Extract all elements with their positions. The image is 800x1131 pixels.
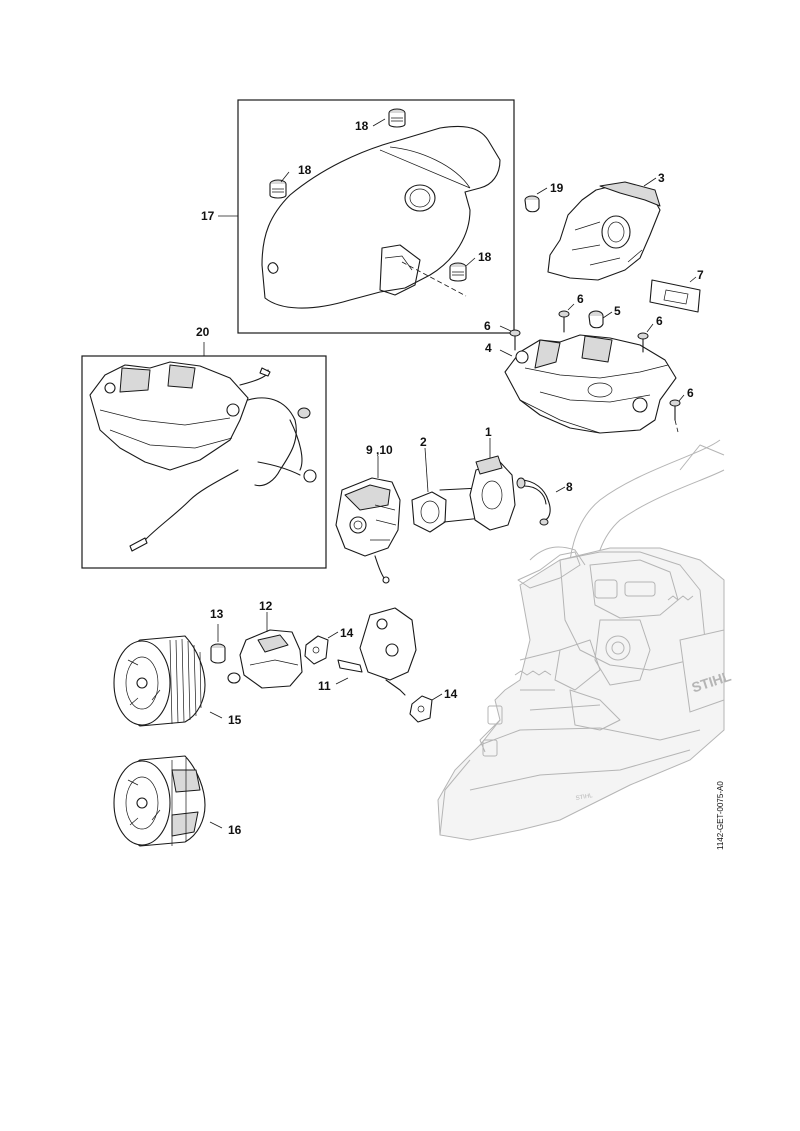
clip-14-lower	[409, 695, 433, 723]
label-17: 17	[201, 209, 215, 223]
chainsaw-background-illustration: STIHL STIHL	[437, 439, 733, 841]
label-19: 19	[550, 181, 564, 195]
cover-air-port	[404, 184, 436, 212]
label-15: 15	[228, 713, 242, 727]
screw-6-lower	[669, 399, 681, 421]
baffle-11	[359, 607, 417, 681]
top-cover-frame	[237, 99, 515, 334]
screw-18-top	[388, 108, 406, 128]
label-6-right: 6	[656, 314, 663, 328]
handle-brand-text: STIHL	[575, 793, 593, 802]
line-8	[519, 479, 551, 521]
label-4: 4	[485, 341, 492, 355]
air-filter-16	[113, 755, 206, 847]
clip-14-upper	[304, 635, 329, 665]
label-2: 2	[420, 435, 427, 449]
label-14-lower: 14	[444, 687, 458, 701]
label-7: 7	[697, 268, 704, 282]
label-1: 1	[485, 425, 492, 439]
label-18-left: 18	[298, 163, 312, 177]
gasket-2	[411, 491, 447, 533]
housing-assembly-20-group: 20	[81, 325, 327, 569]
shroud-group: 19 3 7	[524, 171, 704, 313]
grommet-5	[588, 310, 604, 329]
screw-6-right	[637, 332, 649, 353]
air-filter-group: 13 12 14 11 14	[113, 599, 458, 847]
screw-18-right	[449, 262, 467, 282]
label-13: 13	[210, 607, 224, 621]
screw-6-mid	[558, 310, 570, 333]
label-6-mid: 6	[577, 292, 584, 306]
label-12: 12	[259, 599, 273, 613]
label-6-left: 6	[484, 319, 491, 333]
carburetor-group: 9 ,10 2 1 8	[335, 425, 573, 584]
label-14-upper: 14	[340, 626, 354, 640]
nut-13	[210, 643, 226, 664]
intake-flange-1	[469, 461, 516, 531]
plate-7	[649, 279, 701, 313]
label-20: 20	[196, 325, 210, 339]
drawing-code: 1142-GET-0075-A0	[716, 781, 725, 850]
label-18-right: 18	[478, 250, 492, 264]
label-11: 11	[318, 679, 331, 693]
label-9-10: 9 ,10	[366, 443, 393, 457]
label-6-lower: 6	[687, 386, 694, 400]
screw-6-left	[509, 329, 521, 351]
label-5: 5	[614, 304, 621, 318]
label-18-top: 18	[355, 119, 369, 133]
label-16: 16	[228, 823, 242, 837]
grommet-19	[524, 195, 540, 213]
label-3: 3	[658, 171, 665, 185]
label-8: 8	[566, 480, 573, 494]
screw-18-left	[269, 179, 287, 199]
top-cover-group: 18 18 18 17	[201, 99, 515, 334]
top-cover-17	[261, 125, 501, 309]
air-filter-15	[113, 635, 206, 727]
housing-group: 6 5 6 6 6 4	[484, 292, 694, 434]
